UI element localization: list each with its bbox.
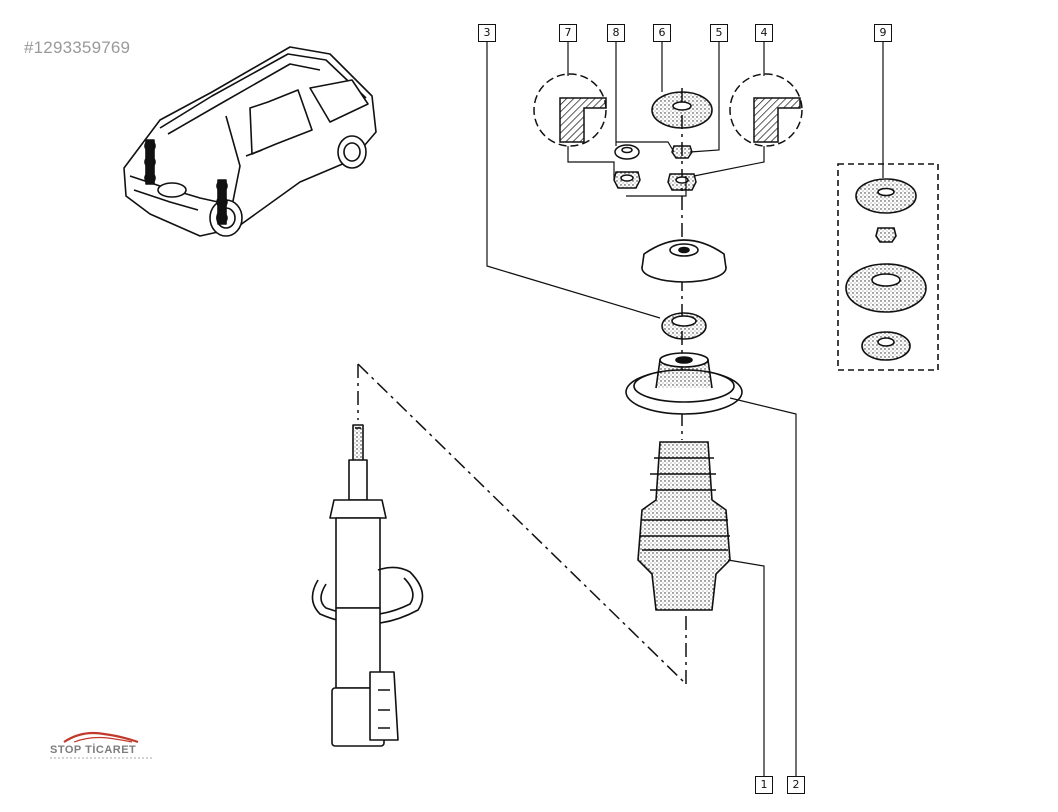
callout-2: 2 — [787, 776, 805, 794]
callout-9: 9 — [874, 24, 892, 42]
item-2-top-mount — [625, 352, 743, 415]
detail-circle-4 — [729, 73, 803, 147]
item-1-boot — [637, 441, 731, 611]
callout-7: 7 — [559, 24, 577, 42]
shock-absorber-strut — [311, 424, 424, 747]
callout-8: 8 — [607, 24, 625, 42]
watermark-logo-icon — [50, 731, 152, 759]
callout-1: 1 — [755, 776, 773, 794]
callout-3: 3 — [478, 24, 496, 42]
upper-cup — [641, 239, 727, 283]
item-6-plate — [651, 91, 713, 129]
leader-lines — [486, 40, 884, 776]
callout-5: 5 — [710, 24, 728, 42]
watermark-text: STOP TİCARET — [50, 744, 137, 756]
item-9-kit — [837, 163, 939, 371]
callout-6: 6 — [653, 24, 671, 42]
callout-4: 4 — [755, 24, 773, 42]
car-illustration — [123, 46, 377, 237]
nuts-and-washers — [613, 144, 697, 191]
item-3-bearing — [661, 312, 707, 340]
detail-circle-7 — [533, 73, 607, 147]
reference-id: #1293359769 — [24, 38, 131, 57]
